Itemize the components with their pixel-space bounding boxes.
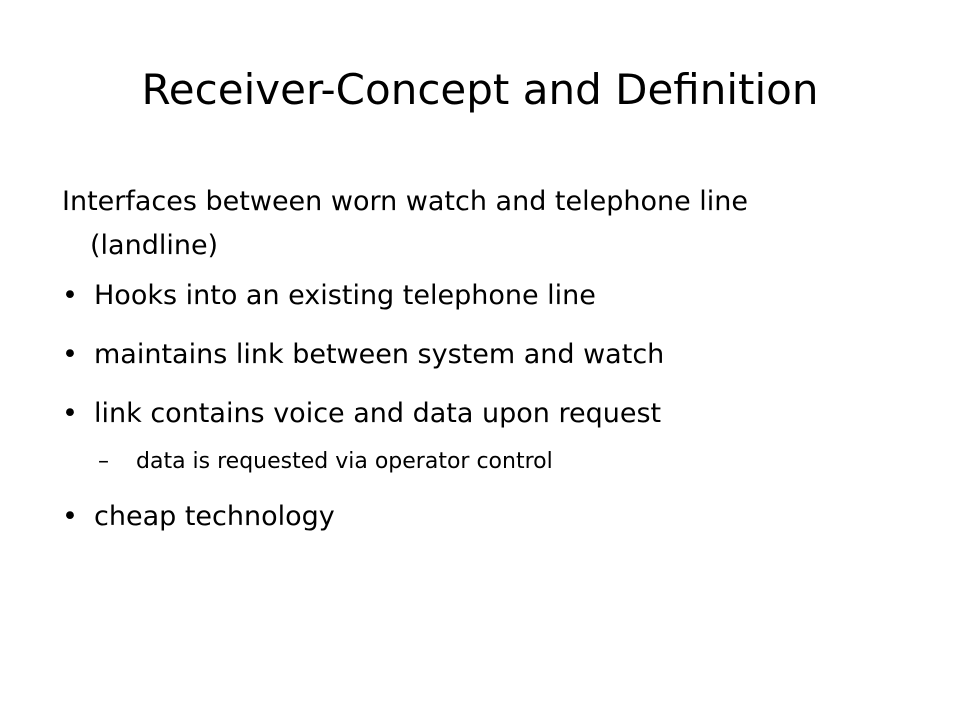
slide-title: Receiver-Concept and Definition — [141, 65, 819, 114]
bullet-item: • maintains link between system and watc… — [62, 335, 862, 375]
bullet-dot-icon: • — [62, 280, 78, 311]
bullet-text: link contains voice and data upon reques… — [94, 398, 662, 429]
bullet-item: • Hooks into an existing telephone line — [62, 276, 862, 316]
sub-bullet-item: – data is requested via operator control — [62, 445, 862, 479]
bullet-item: • link contains voice and data upon requ… — [62, 394, 862, 434]
sub-bullet-text: data is requested via operator control — [136, 449, 553, 474]
bullet-dot-icon: • — [62, 339, 78, 370]
intro-paragraph: Interfaces between worn watch and teleph… — [62, 186, 749, 261]
bullet-dot-icon: • — [62, 398, 78, 429]
bullet-text: Hooks into an existing telephone line — [94, 280, 596, 311]
bullet-text: maintains link between system and watch — [94, 339, 665, 370]
bullet-item: • cheap technology — [62, 497, 862, 537]
bullet-dot-icon: • — [62, 501, 78, 532]
bullet-text: cheap technology — [94, 501, 335, 532]
slide-body: Interfaces between worn watch and teleph… — [62, 180, 862, 556]
dash-icon: – — [98, 449, 109, 474]
